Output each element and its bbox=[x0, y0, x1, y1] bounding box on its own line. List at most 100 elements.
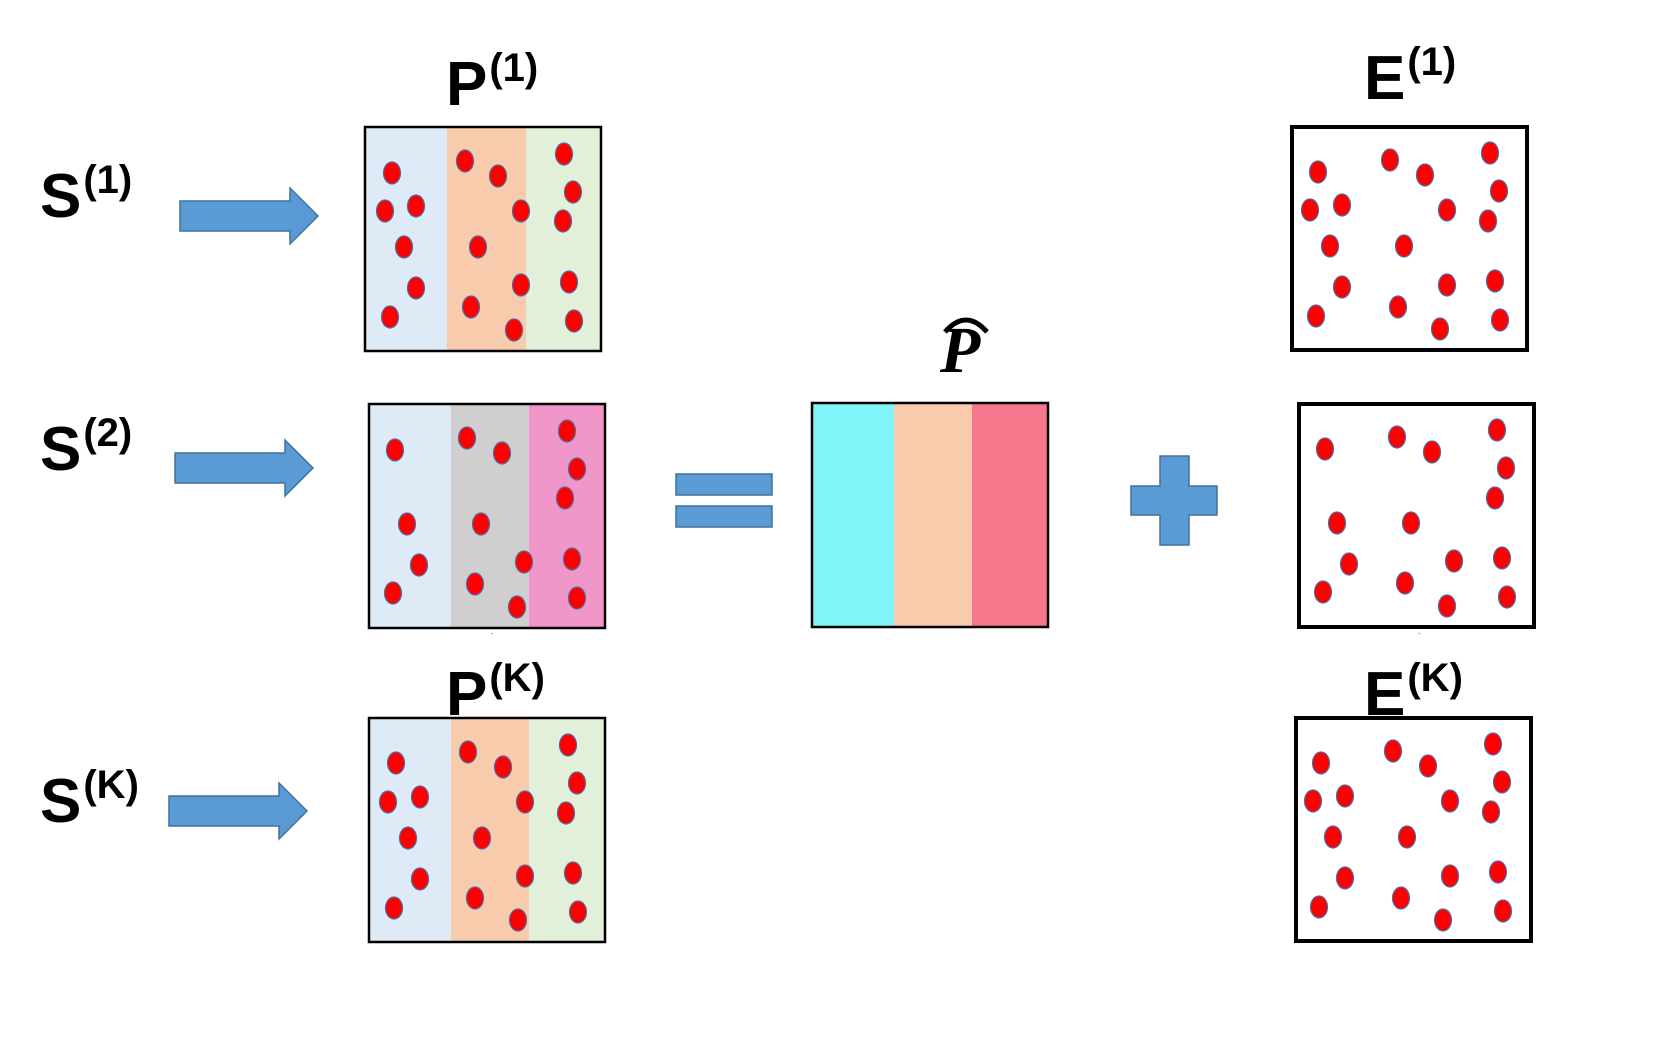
label-e1: E(1) bbox=[1364, 40, 1457, 113]
label-s1: S(1) bbox=[40, 158, 133, 231]
sample-dot bbox=[1320, 234, 1340, 258]
ellipsis-dot: . bbox=[1418, 627, 1421, 636]
sample-dot bbox=[1493, 899, 1513, 923]
equals-bar-top bbox=[675, 473, 773, 496]
sample-dot bbox=[397, 512, 417, 536]
sample-dot bbox=[468, 235, 488, 259]
sample-dot bbox=[398, 826, 418, 850]
arrow-s1-icon bbox=[179, 186, 320, 246]
sample-dot bbox=[471, 512, 491, 536]
sample-dot bbox=[1440, 864, 1460, 888]
label-s2: S(2) bbox=[40, 411, 133, 484]
matrix-e2 bbox=[1297, 402, 1536, 629]
sample-dot bbox=[1394, 234, 1414, 258]
sample-dot bbox=[1335, 866, 1355, 890]
sample-dot bbox=[1332, 275, 1352, 299]
label-p-hat: P bbox=[940, 318, 989, 384]
sample-dot bbox=[1437, 594, 1457, 618]
sample-dot bbox=[568, 900, 588, 924]
sample-dot bbox=[511, 273, 531, 297]
sample-dot bbox=[1488, 860, 1508, 884]
sample-dot bbox=[1497, 585, 1517, 609]
sample-dot bbox=[553, 209, 573, 233]
sample-dot bbox=[1480, 141, 1500, 165]
sample-dot bbox=[455, 149, 475, 173]
sample-dot bbox=[406, 276, 426, 300]
sample-dot bbox=[555, 486, 575, 510]
sample-dot bbox=[514, 550, 534, 574]
sample-dot bbox=[567, 586, 587, 610]
sample-dot bbox=[1485, 269, 1505, 293]
sample-dot bbox=[1418, 754, 1438, 778]
sample-dot bbox=[515, 790, 535, 814]
sample-dot bbox=[1437, 198, 1457, 222]
sample-dot bbox=[409, 553, 429, 577]
sample-dot bbox=[380, 305, 400, 329]
matrix-p1 bbox=[363, 125, 603, 353]
sample-dot bbox=[1444, 549, 1464, 573]
sample-dot bbox=[504, 318, 524, 342]
sample-dot bbox=[384, 896, 404, 920]
sample-dot bbox=[1496, 456, 1516, 480]
sample-dot bbox=[564, 309, 584, 333]
sample-dot bbox=[1395, 571, 1415, 595]
sample-dot bbox=[1492, 546, 1512, 570]
sample-dot bbox=[1440, 789, 1460, 813]
sample-dot bbox=[1380, 148, 1400, 172]
sample-dot bbox=[1490, 308, 1510, 332]
sample-dot bbox=[563, 180, 583, 204]
sample-dot bbox=[410, 867, 430, 891]
equals-bar-bottom bbox=[675, 505, 773, 528]
sample-dot bbox=[567, 457, 587, 481]
sample-dot bbox=[1332, 193, 1352, 217]
sample-dot bbox=[1397, 825, 1417, 849]
sample-dot bbox=[1387, 425, 1407, 449]
matrix-ek bbox=[1294, 716, 1533, 943]
sample-dot bbox=[461, 295, 481, 319]
sample-dot bbox=[386, 751, 406, 775]
sample-dot bbox=[559, 270, 579, 294]
sample-dot bbox=[1327, 511, 1347, 535]
sample-dot bbox=[511, 199, 531, 223]
arrow-sk-icon bbox=[168, 781, 309, 841]
ellipsis-dot: . bbox=[491, 627, 494, 636]
sample-dot bbox=[556, 801, 576, 825]
sample-dot bbox=[465, 572, 485, 596]
sample-dot bbox=[1483, 732, 1503, 756]
matrix-pk bbox=[367, 716, 607, 944]
sample-dot bbox=[1391, 886, 1411, 910]
sample-dot bbox=[567, 771, 587, 795]
sample-dot bbox=[1433, 908, 1453, 932]
label-pk: P(K) bbox=[446, 656, 545, 729]
sample-dot bbox=[383, 581, 403, 605]
sample-dot bbox=[1383, 739, 1403, 763]
sample-dot bbox=[1323, 825, 1343, 849]
sample-dot bbox=[1300, 198, 1320, 222]
sample-dot bbox=[385, 438, 405, 462]
sample-dot bbox=[1308, 160, 1328, 184]
matrix-p2 bbox=[367, 402, 607, 630]
sample-dot bbox=[1487, 418, 1507, 442]
sample-dot bbox=[1388, 295, 1408, 319]
sample-dot bbox=[1481, 800, 1501, 824]
sample-dot bbox=[410, 785, 430, 809]
sample-dot bbox=[493, 755, 513, 779]
matrix-e1 bbox=[1290, 125, 1529, 352]
sample-dot bbox=[1422, 440, 1442, 464]
sample-dot bbox=[1339, 552, 1359, 576]
label-p1: P(1) bbox=[446, 46, 539, 119]
sample-dot bbox=[458, 740, 478, 764]
plus-icon bbox=[1130, 455, 1218, 546]
sample-dot bbox=[1306, 304, 1326, 328]
sample-dot bbox=[562, 547, 582, 571]
sample-dot bbox=[1485, 486, 1505, 510]
hat-accent bbox=[943, 317, 989, 334]
sample-dot bbox=[1335, 784, 1355, 808]
sample-dot bbox=[465, 886, 485, 910]
sample-dot bbox=[1311, 751, 1331, 775]
sample-dot bbox=[488, 164, 508, 188]
sample-dot bbox=[1309, 895, 1329, 919]
sample-dot bbox=[472, 826, 492, 850]
